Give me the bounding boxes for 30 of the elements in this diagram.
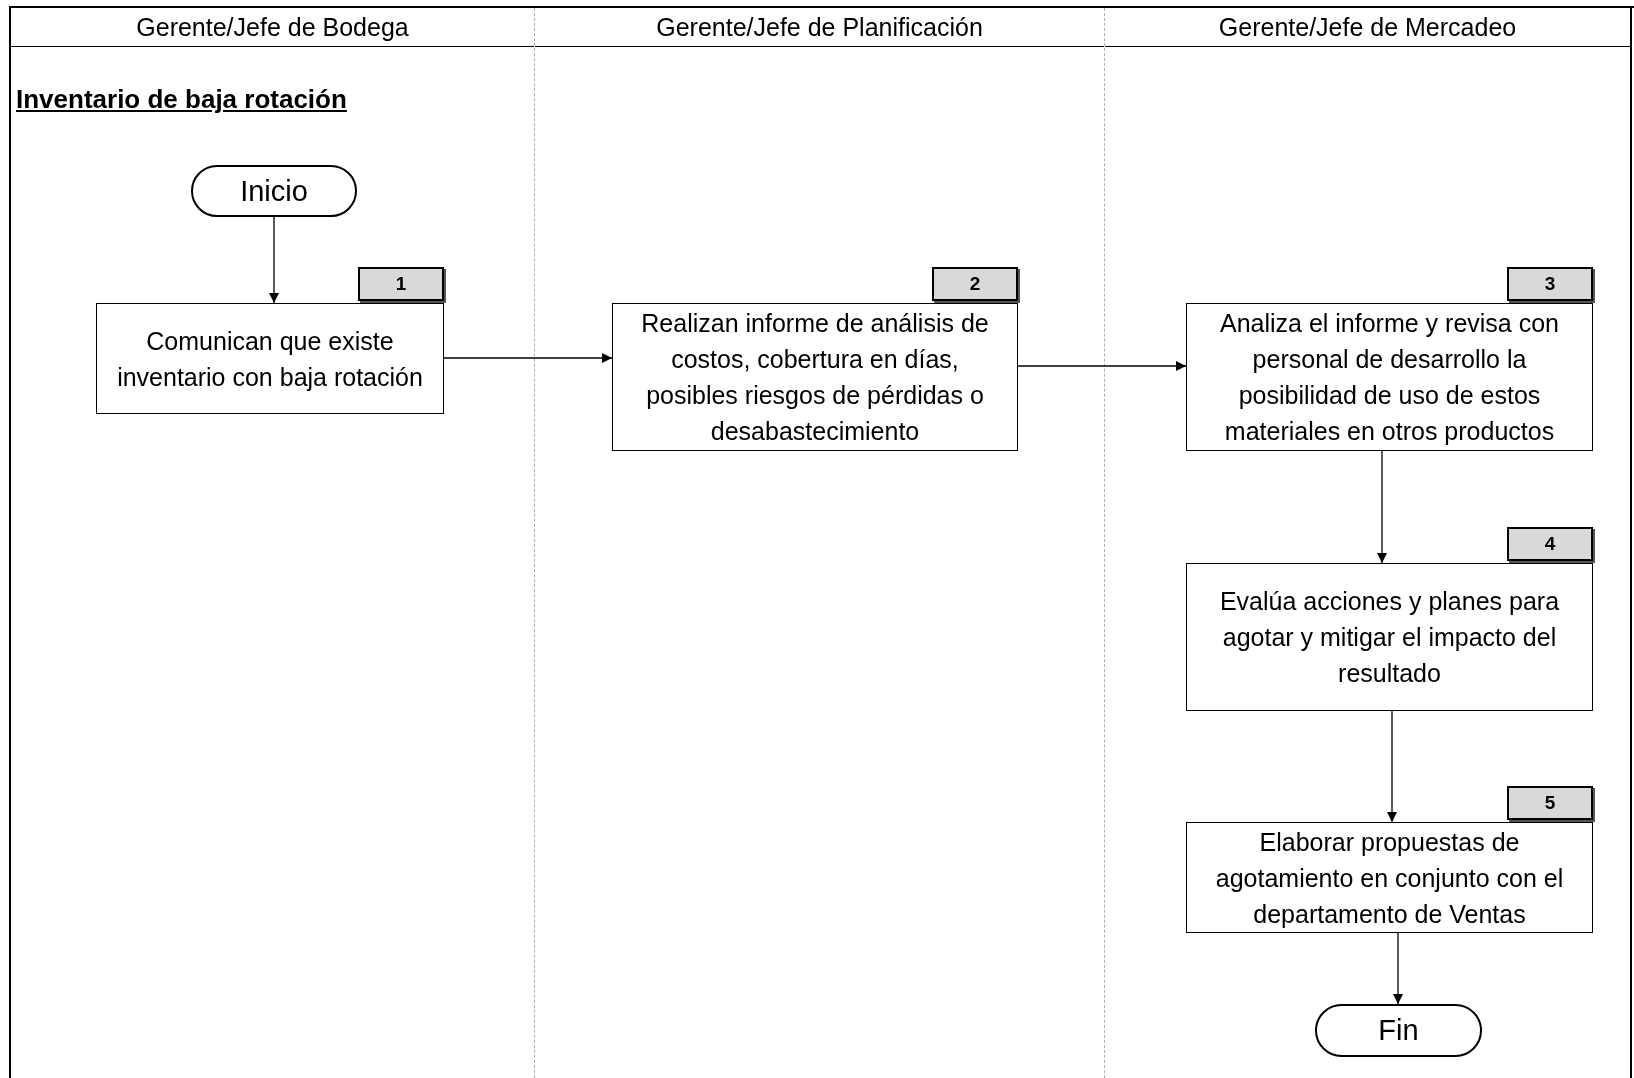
process-box xyxy=(1186,563,1593,711)
arrow xyxy=(1393,932,1403,1005)
step-number: 1 xyxy=(358,267,444,301)
step-number: 2 xyxy=(932,267,1018,301)
process-box xyxy=(1186,822,1593,933)
arrow xyxy=(1387,710,1397,823)
process-box xyxy=(96,303,444,414)
step-text: Inicio xyxy=(240,174,308,208)
arrow xyxy=(269,216,279,304)
step-text: Comunican que existe inventario con baja rotación xyxy=(116,325,424,393)
diagram-title: Inventario de baja rotación xyxy=(16,84,347,115)
step-text: Elaborar propuestas de agotamiento en conjunto con el departamento de Ventas xyxy=(1214,826,1565,930)
step-text: Evalúa acciones y planes para agotar y mitigar el impacto del resultado xyxy=(1218,586,1561,689)
step-text: Realizan informe de análisis de costos, cobertura en días, posibles riesgos de pérdidas o desabastecimiento xyxy=(640,308,990,447)
lane-header: Gerente/Jefe de Mercadeo xyxy=(1218,12,1517,42)
arrow xyxy=(1017,361,1187,371)
process-box xyxy=(1186,303,1593,451)
arrow xyxy=(443,353,613,363)
swimlane xyxy=(11,8,535,1078)
lane-header: Gerente/Jefe de Bodega xyxy=(136,12,409,42)
lane-header: Gerente/Jefe de Planificación xyxy=(656,12,983,42)
step-number: 5 xyxy=(1507,786,1593,820)
step-text: Fin xyxy=(1378,1014,1419,1047)
step-number: 4 xyxy=(1507,527,1593,561)
swimlane xyxy=(535,8,1105,1078)
step-number: 3 xyxy=(1507,267,1593,301)
swimlane xyxy=(1105,8,1632,1078)
process-box xyxy=(612,303,1018,451)
arrow xyxy=(1377,450,1387,564)
step-text: Analiza el informe y revisa con personal de desarrollo la posibilidad de uso de estos materiales en otros productos xyxy=(1218,308,1560,447)
